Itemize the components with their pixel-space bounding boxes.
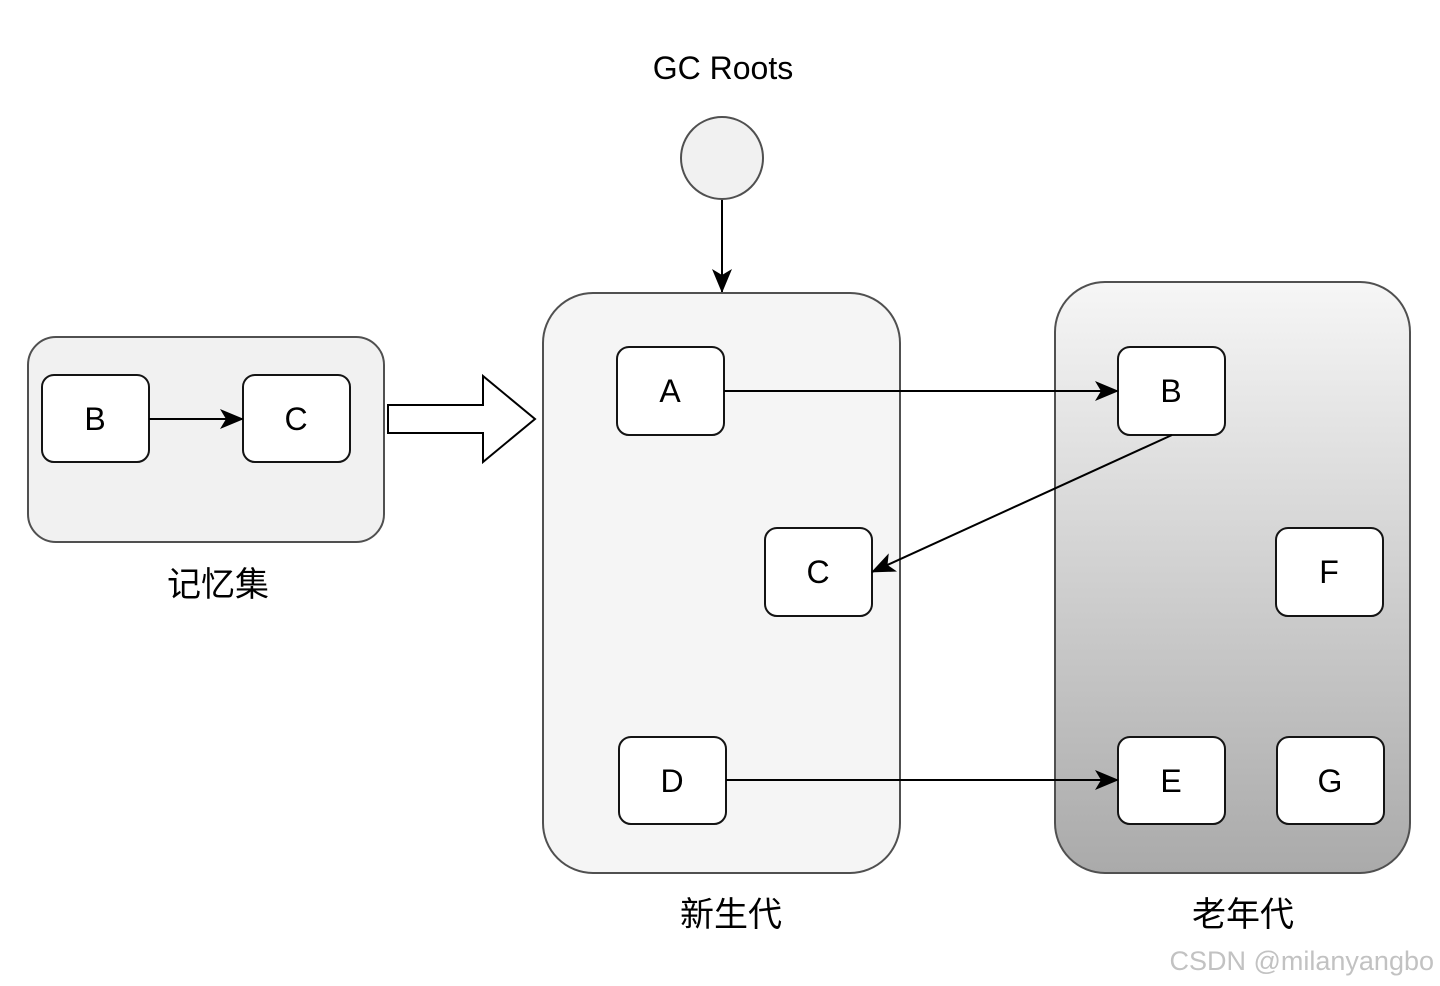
remembered-set: B C 记忆集 [27,336,385,605]
watermark: CSDN @milanyangbo [1169,946,1434,976]
remembered-set-label: 记忆集 [167,565,269,605]
young-node-c: C [764,527,873,617]
old-node-b: B [1117,346,1226,436]
young-generation-label: 新生代 [680,895,782,935]
node-label: A [659,373,681,409]
node-label: D [660,763,683,799]
node-label: B [1160,373,1181,409]
node-box [1276,736,1385,825]
young-generation-container [542,292,901,874]
old-generation-label: 老年代 [1192,895,1294,935]
young-node-a: A [616,346,725,436]
gc-roots-label: GC Roots [653,50,793,86]
old-node-g: G [1276,736,1385,825]
node-label: F [1319,554,1339,590]
node-label: G [1318,763,1343,799]
old-generation: B F E G 老年代 [1054,281,1411,935]
node-label: C [806,554,829,590]
old-node-f: F [1275,527,1384,617]
remembered-set-to-young-arrow [387,373,537,465]
remembered-set-node-b: B [41,374,150,463]
young-generation: A C D 新生代 [542,292,901,935]
node-box [1275,527,1384,617]
node-label: B [84,401,105,437]
young-node-d: D [618,736,727,825]
old-node-e: E [1117,736,1226,825]
remembered-set-node-c: C [242,374,351,463]
gc-roots-node [680,116,764,200]
node-label: C [284,401,307,437]
old-b-to-young-c-arrow [871,434,1173,573]
node-label: E [1160,763,1181,799]
